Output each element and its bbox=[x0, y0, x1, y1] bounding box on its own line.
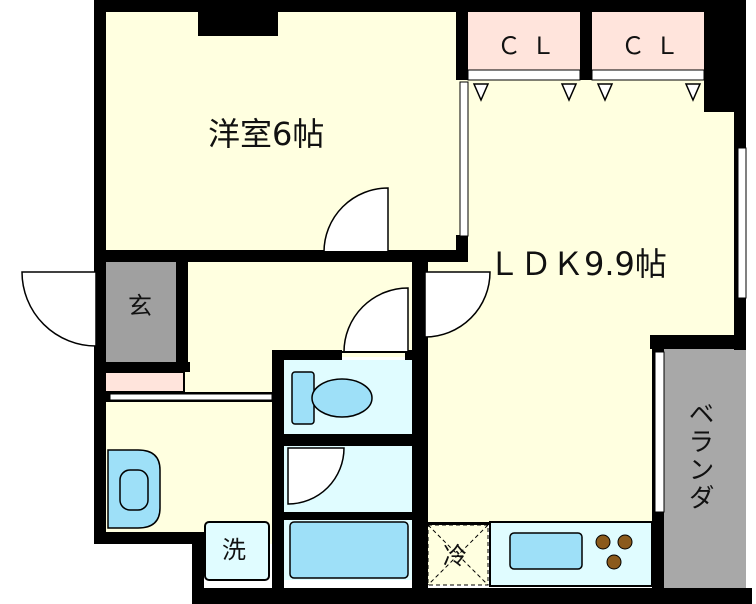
closet-2-area bbox=[592, 12, 704, 72]
room-label-ldk: ＬＤＫ9.9帖 bbox=[488, 245, 667, 283]
sliding-doors bbox=[109, 69, 747, 513]
stove-burner-2 bbox=[617, 534, 633, 550]
floor-western-room bbox=[100, 8, 468, 258]
shoe-box bbox=[103, 371, 185, 393]
balcony-label: ベランダ bbox=[684, 400, 714, 512]
closet-door-marks bbox=[472, 83, 702, 102]
floor-ldk bbox=[425, 80, 738, 525]
room-label-western: 洋室6帖 bbox=[208, 115, 325, 153]
door-jambs bbox=[320, 251, 410, 353]
bathtub bbox=[289, 521, 409, 579]
toilet-bowl bbox=[311, 378, 373, 418]
closet-label-1: ＣＬ bbox=[497, 32, 565, 60]
washer-label: 洗 bbox=[222, 536, 246, 564]
toilet-tank bbox=[291, 371, 315, 425]
entrance-floor bbox=[104, 262, 182, 364]
fridge-label: 冷 bbox=[443, 542, 467, 570]
washbasin-bowl bbox=[119, 469, 149, 511]
balcony-area bbox=[664, 348, 746, 592]
closet-1-area bbox=[468, 12, 580, 72]
washer-pan bbox=[204, 521, 270, 581]
swing-doors bbox=[21, 187, 491, 505]
closet-label-2: ＣＬ bbox=[621, 32, 689, 60]
kitchen-sink bbox=[509, 532, 583, 570]
stove-burner-1 bbox=[595, 534, 611, 550]
entrance-label: 玄 bbox=[128, 292, 152, 320]
fridge-diagonal-2 bbox=[427, 524, 489, 586]
stove-burner-3 bbox=[606, 554, 622, 570]
